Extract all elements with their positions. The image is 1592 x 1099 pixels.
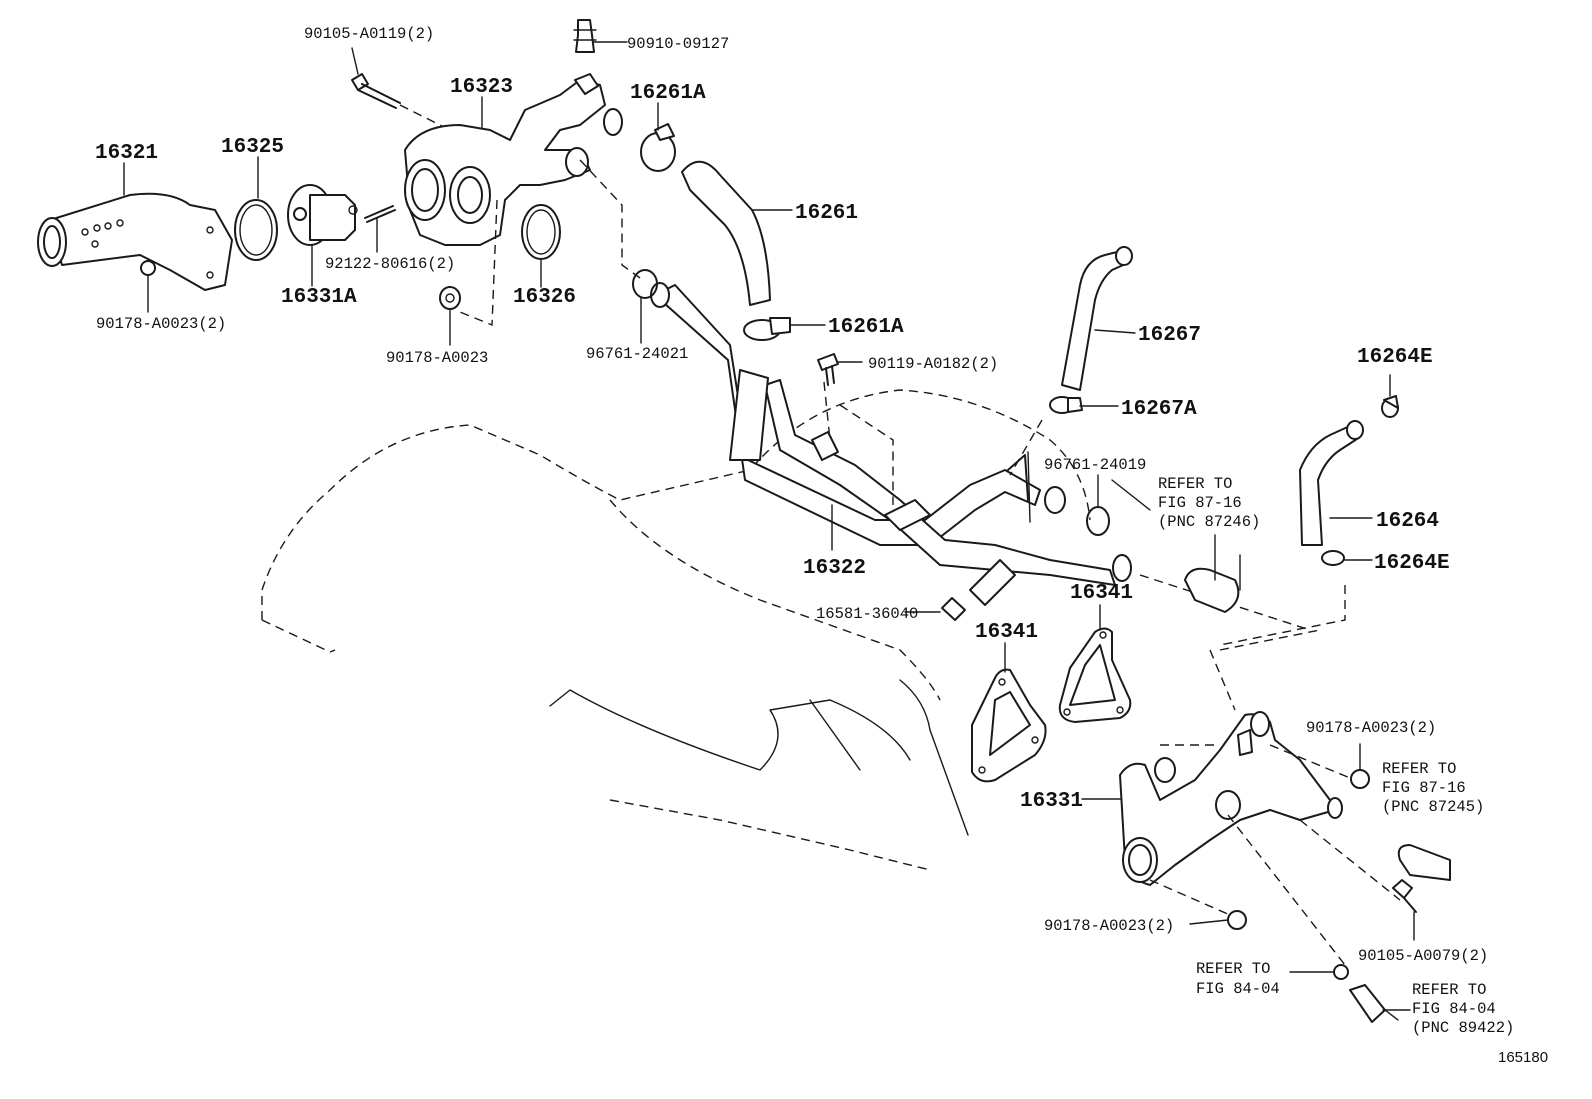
engine-block-outline: [261, 389, 1346, 871]
ref-89422-line2: FIG 84-04: [1412, 1000, 1496, 1018]
hose-16267: [1061, 246, 1133, 391]
label-16341-left: 16341: [975, 621, 1038, 644]
clamp-16267A: [1049, 396, 1083, 414]
label-16261: 16261: [795, 202, 858, 225]
label-16264: 16264: [1376, 510, 1439, 533]
part-16321-water-outlet: [37, 192, 233, 291]
label-90910-09127: 90910-09127: [627, 35, 729, 53]
ref-87245-line3: (PNC 87245): [1382, 798, 1484, 816]
hose-stub-87246: [1184, 567, 1240, 613]
ref-8404-line2: FIG 84-04: [1196, 980, 1280, 998]
label-16331: 16331: [1020, 790, 1083, 813]
label-16267: 16267: [1138, 324, 1201, 347]
label-16264E-lower: 16264E: [1374, 552, 1450, 575]
hose-16261: [681, 160, 771, 306]
label-90178-A0023-left: 90178-A0023(2): [96, 315, 226, 333]
label-16267A: 16267A: [1121, 398, 1197, 421]
oring-96761-24019: [1086, 506, 1110, 536]
bolt-90105-A0079: [1392, 879, 1417, 913]
ref-8404-line1: REFER TO: [1196, 960, 1270, 978]
part-16322-water-pipe: [650, 282, 1132, 606]
part-16331A-thermostat: [287, 184, 358, 246]
label-92122-80616: 92122-80616(2): [325, 255, 455, 273]
oring-96761-24021: [632, 269, 658, 299]
hose-16264: [1299, 420, 1364, 546]
label-16321: 16321: [95, 142, 158, 165]
label-90119-A0182: 90119-A0182(2): [868, 355, 998, 373]
nut-90178-A0023-bottom: [1227, 910, 1247, 930]
label-16261A-upper: 16261A: [630, 82, 706, 105]
reference-notes: REFER TO FIG 87-16 (PNC 87246) REFER TO …: [1158, 475, 1514, 1037]
label-16331A: 16331A: [281, 286, 357, 309]
clip-16581-36040: [941, 597, 966, 621]
bolt-90119-A0182: [817, 353, 839, 386]
label-90178-A0023-center: 90178-A0023: [386, 349, 488, 367]
gasket-16341-right: [1058, 627, 1132, 723]
part-16331-water-inlet: [1119, 711, 1401, 966]
part-16325-gasket: [234, 199, 278, 261]
label-16581-36040: 16581-36040: [816, 605, 918, 623]
ref-87245-line1: REFER TO: [1382, 760, 1456, 778]
hose-stub-87245: [1397, 844, 1451, 881]
label-16325: 16325: [221, 136, 284, 159]
clamp-16264E-upper: [1381, 395, 1399, 418]
clamp-16261A-lower: [743, 317, 791, 341]
label-90178-A0023-right: 90178-A0023(2): [1306, 719, 1436, 737]
sensor-89422: [1349, 984, 1399, 1023]
gasket-16341-left: [971, 668, 1047, 783]
gasket-washer-8404: [1333, 964, 1349, 980]
ref-87245-line2: FIG 87-16: [1382, 779, 1466, 797]
label-16341-right: 16341: [1070, 582, 1133, 605]
label-16261A-lower: 16261A: [828, 316, 904, 339]
label-96761-24019: 96761-24019: [1044, 456, 1146, 474]
ref-87246-line2: FIG 87-16: [1158, 494, 1242, 512]
clamp-16264E-lower: [1321, 550, 1345, 566]
ref-89422-line3: (PNC 89422): [1412, 1019, 1514, 1037]
label-90105-A0119: 90105-A0119(2): [304, 25, 434, 43]
part-16326-gasket: [521, 204, 561, 260]
leader-lines: [123, 47, 1415, 1011]
document-number: 165180: [1498, 1049, 1548, 1066]
stud-92122-80616: [364, 205, 396, 223]
sensor-90910-09127: [573, 19, 628, 53]
label-96761-24021: 96761-24021: [586, 345, 688, 363]
clamp-16261A-upper: [640, 123, 676, 172]
label-90105-A0079: 90105-A0079(2): [1358, 947, 1488, 965]
label-16323: 16323: [450, 76, 513, 99]
ref-89422-line1: REFER TO: [1412, 981, 1486, 999]
ref-87246-line3: (PNC 87246): [1158, 513, 1260, 531]
part-16323-inlet-housing: [404, 73, 623, 246]
ref-87246-line1: REFER TO: [1158, 475, 1232, 493]
label-16264E-upper: 16264E: [1357, 346, 1433, 369]
nut-90178-A0023-right: [1350, 769, 1370, 789]
label-16326: 16326: [513, 286, 576, 309]
label-16322: 16322: [803, 557, 866, 580]
label-90178-A0023-bottom: 90178-A0023(2): [1044, 917, 1174, 935]
callout-labels: 16321 16325 90105-A0119(2) 16323 90910-0…: [95, 25, 1488, 965]
